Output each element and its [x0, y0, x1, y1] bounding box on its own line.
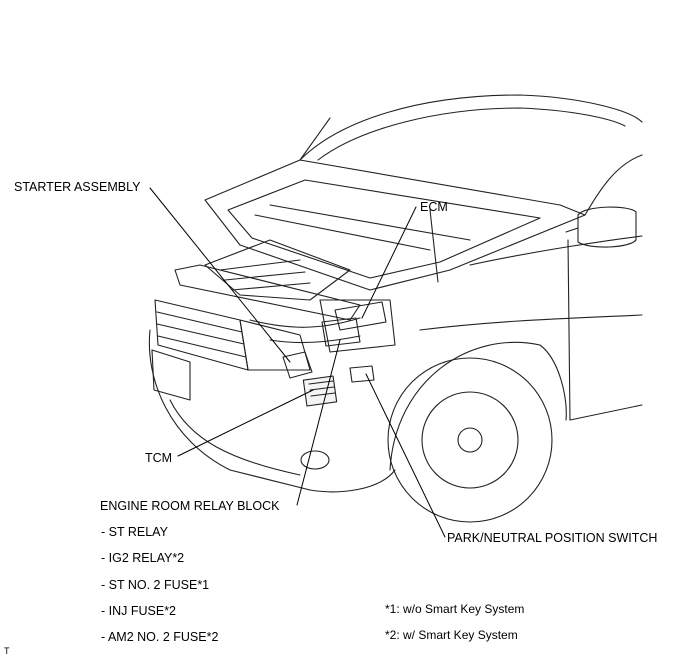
side-window-line [584, 154, 643, 216]
rocker-line [569, 404, 643, 421]
roof-outline [299, 94, 643, 161]
engine-cover [204, 239, 351, 301]
label-ecm: ECM [420, 200, 448, 214]
battery-area [319, 299, 396, 353]
pnp-switch [349, 365, 375, 383]
relay-block-item: - ST RELAY [101, 525, 168, 539]
label-park-neutral-position-switch: PARK/NEUTRAL POSITION SWITCH [447, 531, 658, 545]
relay-block-item: - IG2 RELAY*2 [101, 551, 185, 565]
relay-block-item: - INJ FUSE*2 [101, 604, 177, 618]
bumper-lower [169, 399, 301, 476]
starter-body [282, 351, 313, 379]
ecm-box [334, 301, 387, 331]
hood-outline [204, 159, 586, 291]
engine-ribs [219, 259, 311, 291]
hood-rib [254, 214, 431, 251]
hood-inner [227, 179, 541, 279]
footnote-1: *1: w/o Smart Key System [385, 602, 525, 616]
engine-hoses [249, 317, 361, 344]
fog-lamp [300, 450, 330, 470]
tcm-box [302, 375, 338, 407]
radiator-support [174, 264, 361, 321]
front-hub [457, 427, 483, 453]
leader-starter-assembly [149, 187, 291, 363]
grille-bar [156, 311, 243, 333]
corner-mark: T [4, 646, 10, 656]
grille-bar [157, 335, 247, 358]
front-tire [387, 357, 553, 523]
beltline [469, 235, 643, 266]
body-crease [419, 314, 643, 331]
relay-block-item: - AM2 NO. 2 FUSE*2 [101, 630, 219, 644]
hood-support-rod [429, 209, 439, 283]
hood-rib [269, 204, 471, 241]
leader-relay-block [296, 339, 341, 506]
a-pillar [299, 117, 331, 161]
relay-block-item: - ST NO. 2 FUSE*1 [101, 578, 210, 592]
leader-tcm [177, 389, 314, 457]
front-bumper [148, 329, 396, 493]
footnote-2: *2: w/ Smart Key System [385, 628, 518, 642]
headlamp [239, 319, 311, 371]
relay-block [321, 317, 361, 347]
label-starter-assembly: STARTER ASSEMBLY [14, 180, 141, 194]
leader-pnp-switch [365, 373, 446, 538]
front-rim [421, 391, 519, 489]
license-plate [151, 349, 191, 401]
mirror-arm [565, 227, 579, 233]
label-engine-room-relay-block: ENGINE ROOM RELAY BLOCK [100, 499, 280, 513]
fender-arch [389, 341, 567, 471]
grille-bar [156, 323, 245, 345]
windshield-inner [317, 107, 626, 161]
leader-ecm [361, 206, 417, 319]
door-line [567, 239, 571, 421]
grille-outline [154, 299, 249, 371]
label-tcm: TCM [145, 451, 173, 465]
side-mirror [577, 206, 637, 248]
